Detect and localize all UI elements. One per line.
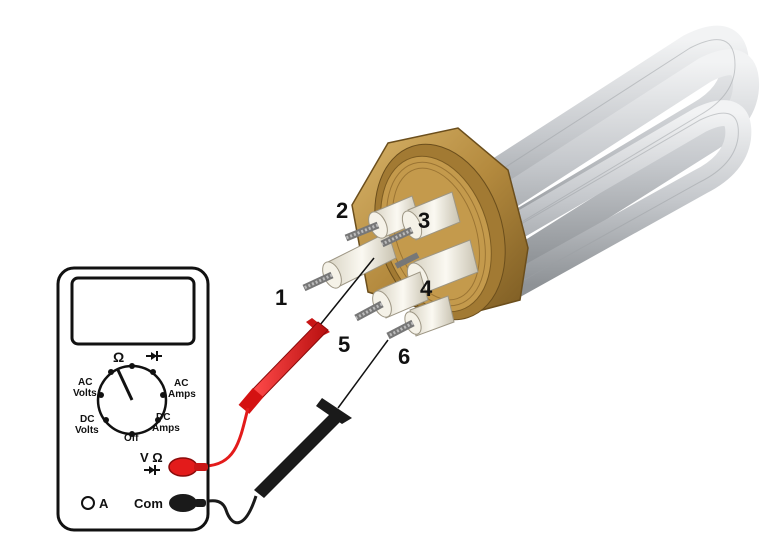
off-label: Off (124, 433, 139, 444)
v-ohm-jack-label: V Ω (140, 450, 163, 465)
amps-jack-label: A (99, 496, 109, 511)
ohm-label: Ω (113, 349, 124, 365)
dc-volts-label-line2: Volts (75, 425, 99, 436)
black-probe (200, 340, 388, 523)
terminal-label-4: 4 (420, 276, 433, 301)
multimeter-display (72, 278, 194, 344)
terminal-label-2: 2 (336, 198, 348, 223)
ac-volts-label-line1: AC (78, 377, 92, 388)
com-jack-label: Com (134, 496, 163, 511)
red-probe (205, 258, 374, 466)
dc-amps-label-line2: Amps (152, 423, 180, 434)
terminal-label-1: 1 (275, 285, 287, 310)
ac-amps-label-line1: AC (174, 378, 188, 389)
terminal-label-3: 3 (418, 208, 430, 233)
amps-jack[interactable] (82, 497, 94, 509)
dc-volts-label-line1: DC (80, 414, 94, 425)
multimeter: Ω AC Volts AC Amps DC Volts DC Amps Off … (58, 268, 208, 530)
terminal-label-5: 5 (338, 332, 350, 357)
ac-volts-label-line2: Volts (73, 388, 97, 399)
dc-amps-label-line1: DC (156, 412, 170, 423)
ac-amps-label-line2: Amps (168, 389, 196, 400)
terminal-label-6: 6 (398, 344, 410, 369)
